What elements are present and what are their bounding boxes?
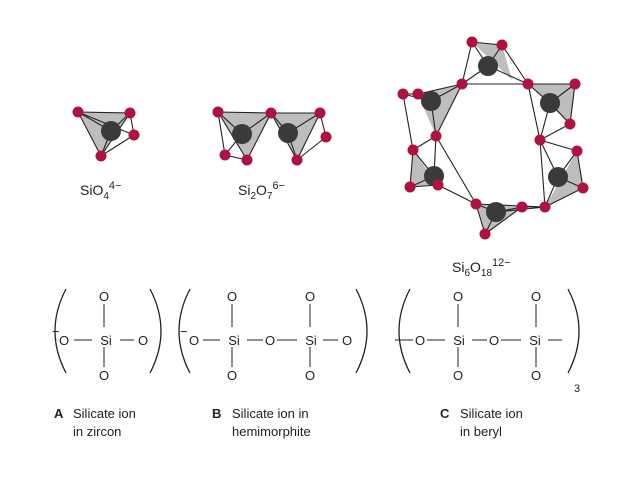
oxygen-atom <box>314 107 326 119</box>
oxygen-label: O <box>342 333 352 348</box>
oxygen-atom <box>496 39 508 51</box>
oxygen-label: O <box>265 333 275 348</box>
silicon-label: Si <box>228 333 240 348</box>
oxygen-atom <box>397 88 409 100</box>
oxygen-atom <box>407 144 419 156</box>
caption-line1: Silicate ion <box>460 406 523 421</box>
oxygen-atom <box>412 88 424 100</box>
structure-b: − O Si O Si O O O O O <box>178 288 368 383</box>
oxygen-atom <box>569 78 581 90</box>
oxygen-label: O <box>489 333 499 348</box>
silicon-label: Si <box>100 333 112 348</box>
formula-si2o7: Si2O76− <box>238 180 285 202</box>
silicon-atom <box>486 202 506 222</box>
oxygen-atom <box>212 106 224 118</box>
formula-si6o18: Si6O1812− <box>452 257 511 279</box>
oxygen-label: O <box>59 333 69 348</box>
oxygen-label: O <box>453 289 463 304</box>
model-sio4-tetrahedron <box>72 106 140 162</box>
right-parenthesis <box>567 288 580 374</box>
caption-line1: Silicate ion in <box>232 406 309 421</box>
right-parenthesis <box>355 288 368 374</box>
bonds <box>203 304 338 367</box>
oxygen-label: O <box>138 333 148 348</box>
oxygen-label: O <box>227 368 237 383</box>
right-parenthesis <box>149 288 162 374</box>
silicon-atom <box>232 124 252 144</box>
caption-c: C Silicate ion in beryl <box>440 406 523 439</box>
oxygen-atom <box>265 107 277 119</box>
oxygen-atom <box>539 201 551 213</box>
caption-line2: hemimorphite <box>232 424 311 439</box>
caption-line2: in zircon <box>73 424 121 439</box>
oxygen-label: O <box>99 368 109 383</box>
oxygen-atom <box>564 118 576 130</box>
ring-oxygens <box>397 36 589 240</box>
silicon-atom <box>421 91 441 111</box>
oxygen-atom <box>516 201 528 213</box>
oxygen-atom <box>291 154 303 166</box>
oxygen-atom <box>124 107 136 119</box>
oxygen-atom <box>466 36 478 48</box>
oxygen-label: O <box>531 368 541 383</box>
silicon-atom <box>101 121 121 141</box>
silicon-label: Si <box>305 333 317 348</box>
caption-line1: Silicate ion <box>73 406 136 421</box>
bonds <box>395 304 562 367</box>
silicon-label: Si <box>453 333 465 348</box>
oxygen-atom <box>320 131 332 143</box>
oxygen-label: O <box>415 333 425 348</box>
oxygen-atom <box>219 149 231 161</box>
silicon-atom <box>548 167 568 187</box>
oxygen-atom <box>128 129 140 141</box>
oxygen-atom <box>479 228 491 240</box>
oxygen-label: O <box>227 289 237 304</box>
oxygen-atom <box>522 78 534 90</box>
caption-letter: C <box>440 406 450 421</box>
oxygen-label: O <box>189 333 199 348</box>
oxygen-label: O <box>305 368 315 383</box>
oxygen-atom <box>534 134 546 146</box>
oxygen-atom <box>430 130 442 142</box>
caption-a: A Silicate ion in zircon <box>54 406 136 439</box>
left-parenthesis <box>178 288 191 374</box>
bonds <box>74 304 134 367</box>
oxygen-label: O <box>99 289 109 304</box>
oxygen-atom <box>456 78 468 90</box>
caption-letter: B <box>212 406 221 421</box>
model-si2o7-double-tetrahedron <box>212 106 332 166</box>
oxygen-label: O <box>531 289 541 304</box>
oxygen-label: O <box>453 368 463 383</box>
left-parenthesis <box>54 288 67 374</box>
minus-charge: − <box>180 324 188 339</box>
minus-charge: − <box>52 324 60 339</box>
oxygen-atom <box>404 181 416 193</box>
silicon-atom <box>540 93 560 113</box>
silicon-label: Si <box>529 333 541 348</box>
oxygen-atom <box>95 150 107 162</box>
oxygen-atom <box>432 179 444 191</box>
caption-b: B Silicate ion in hemimorphite <box>212 406 311 439</box>
oxygen-atom <box>470 198 482 210</box>
structure-c: O Si O Si O O O O 3 <box>395 288 580 395</box>
repeat-count: 3 <box>574 383 580 395</box>
silicon-atom <box>278 123 298 143</box>
caption-line2: in beryl <box>460 424 502 439</box>
structure-a: − O Si O O O <box>52 288 162 383</box>
caption-letter: A <box>54 406 64 421</box>
oxygen-atom <box>241 154 253 166</box>
silicon-atom <box>478 56 498 76</box>
oxygen-atom <box>577 182 589 194</box>
model-si6o18-ring <box>397 36 589 240</box>
oxygen-atom <box>72 106 84 118</box>
formula-sio4: SiO44− <box>80 180 121 202</box>
left-parenthesis <box>398 288 411 374</box>
oxygen-atom <box>571 145 583 157</box>
oxygen-label: O <box>305 289 315 304</box>
